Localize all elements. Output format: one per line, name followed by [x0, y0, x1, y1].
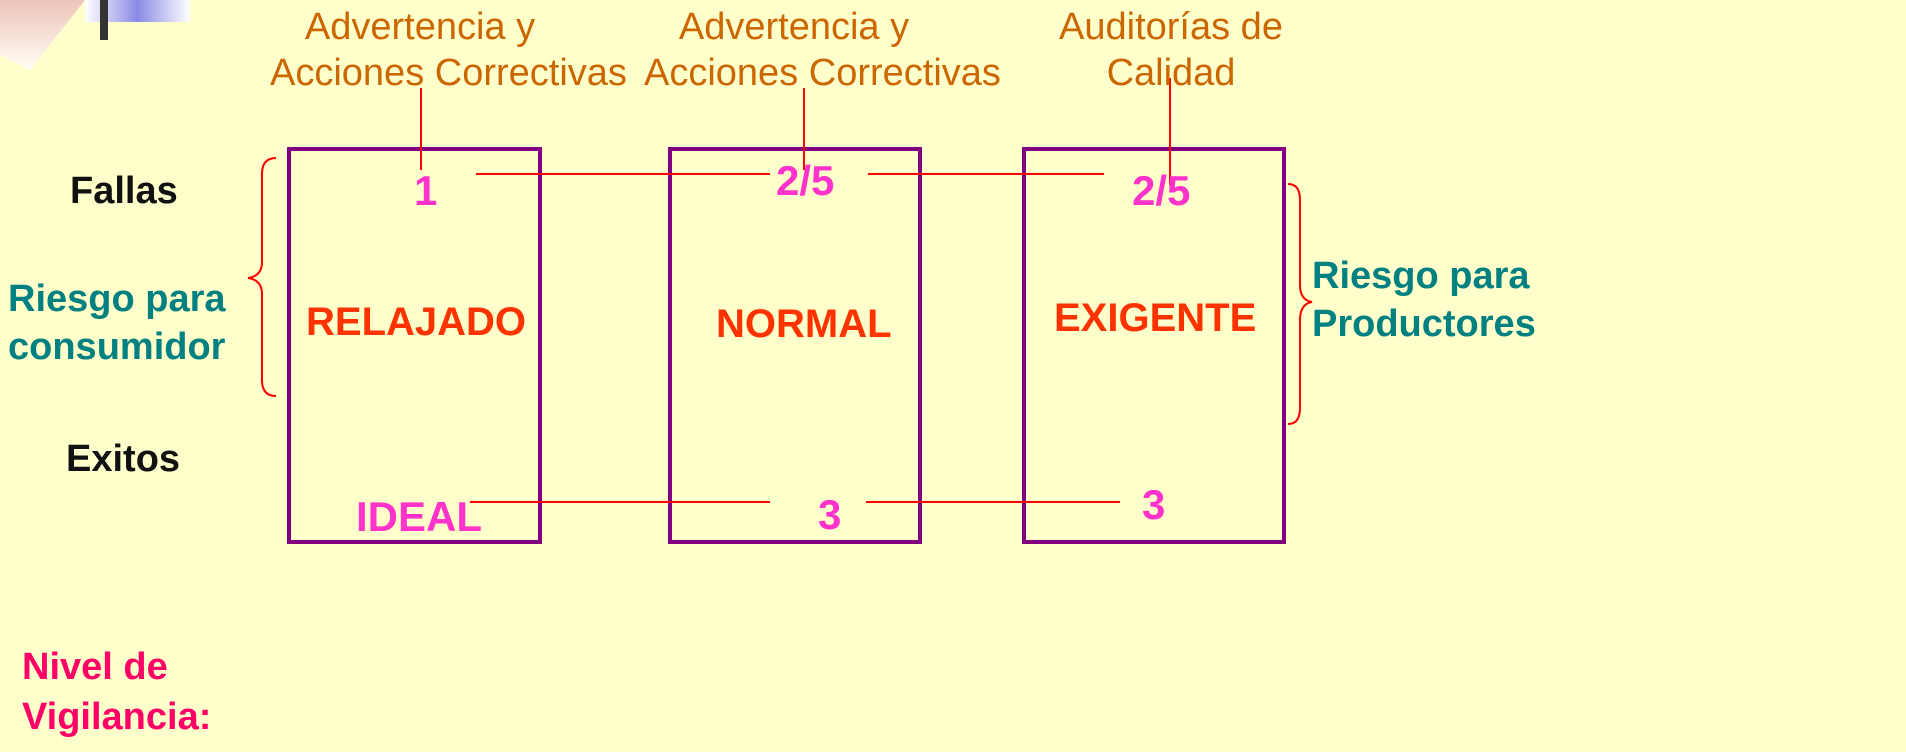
- top-label-normal-line1: Advertencia y: [678, 6, 910, 48]
- normal-bottom-value: 3: [818, 491, 842, 538]
- label-riesgo-productores: Riesgo para Productores: [1312, 252, 1536, 348]
- relajado-bottom-value: IDEAL: [356, 493, 482, 540]
- box-normal: [668, 147, 922, 544]
- normal-top-value: 2/5: [776, 157, 835, 204]
- nivel-line2: Vigilancia:: [22, 696, 212, 738]
- relajado-top-value: 1: [414, 167, 438, 214]
- label-exitos: Exitos: [66, 438, 181, 480]
- riesgo-productores-line2: Productores: [1312, 303, 1536, 345]
- top-label-relajado-line1: Advertencia y: [304, 6, 536, 48]
- brace-left: [247, 157, 277, 397]
- label-fallas: Fallas: [70, 170, 178, 212]
- riesgo-productores-line1: Riesgo para: [1312, 255, 1530, 297]
- label-nivel-vigilancia: Nivel de Vigilancia:: [22, 642, 211, 742]
- box-exigente: [1022, 147, 1286, 544]
- normal-name: NORMAL: [716, 302, 892, 346]
- top-label-normal-line2: Acciones Correctivas: [644, 52, 1001, 94]
- top-label-relajado: Advertencia y Acciones Correctivas: [270, 4, 627, 96]
- top-label-relajado-line2: Acciones Correctivas: [270, 52, 627, 94]
- top-label-exigente-line1: Auditorías de: [1059, 6, 1283, 48]
- riesgo-consumidor-line2: consumidor: [8, 326, 226, 368]
- nivel-line1: Nivel de: [22, 646, 168, 688]
- riesgo-consumidor-line1: Riesgo para: [8, 278, 226, 320]
- label-riesgo-consumidor: Riesgo para consumidor: [8, 275, 226, 371]
- brace-right: [1287, 183, 1313, 425]
- top-label-normal: Advertencia y Acciones Correctivas: [644, 4, 1001, 96]
- relajado-name: RELAJADO: [306, 300, 527, 344]
- top-label-exigente: Auditorías de Calidad: [1021, 4, 1321, 96]
- exigente-top-value: 2/5: [1132, 167, 1191, 214]
- exigente-name: EXIGENTE: [1054, 296, 1257, 340]
- top-label-exigente-line2: Calidad: [1106, 52, 1236, 94]
- exigente-bottom-value: 3: [1142, 481, 1166, 528]
- slide-corner-decoration: [0, 0, 190, 70]
- box-relajado: [287, 147, 542, 544]
